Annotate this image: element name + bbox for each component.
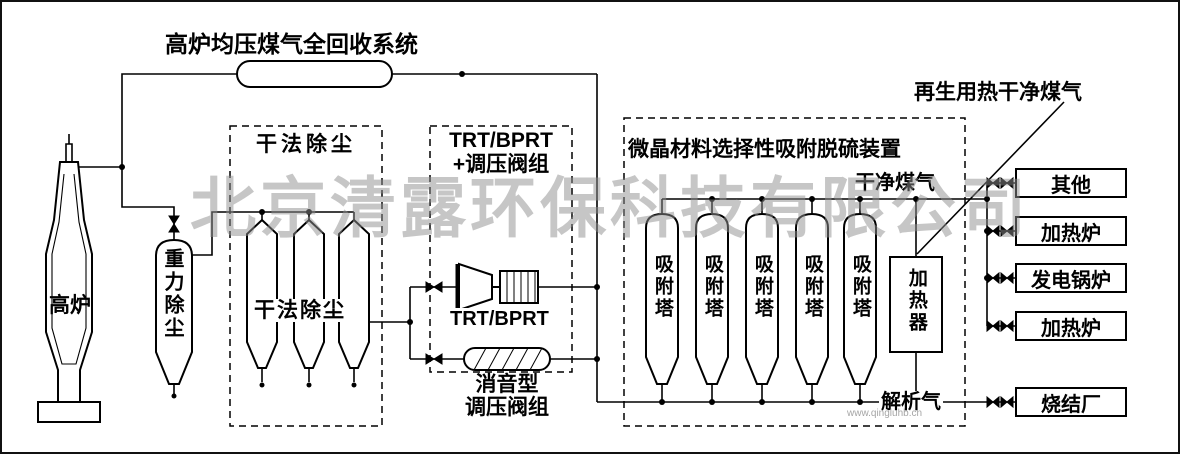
heater-label: 加热器	[905, 268, 927, 334]
desulfurization-box-label: 微晶材料选择性吸附脱硫装置	[628, 138, 901, 161]
adsorption-tower-5	[843, 212, 877, 385]
output-label-power-boiler: 发电锅炉	[1031, 269, 1111, 292]
blast-furnace-shape	[37, 161, 101, 423]
motor-shape	[499, 270, 539, 304]
valve-silencer-inlet	[425, 353, 443, 365]
dry-dedusting-box-label: 干法除尘	[256, 133, 356, 156]
valve-trt-inlet	[425, 281, 443, 293]
turbine-shape	[455, 262, 539, 312]
output-box-sintering-plant: 烧结厂	[1015, 387, 1127, 417]
clean-gas-label: 干净煤气	[853, 172, 937, 194]
trt-box-label-line1: TRT/BPRT	[449, 129, 553, 152]
output-box-heating-furnace-2: 加热炉	[1015, 311, 1127, 341]
adsorption-tower-label-4: 吸附塔	[801, 254, 823, 320]
blast-furnace-label: 高炉	[49, 294, 91, 317]
adsorption-tower-4	[795, 212, 829, 385]
gravity-collector-label: 重力除尘	[161, 248, 183, 340]
adsorption-tower-label-2: 吸附塔	[701, 254, 723, 320]
trt-dashed-box	[429, 125, 573, 373]
trt-box-label-line2: +调压阀组	[452, 153, 550, 176]
output-label-sintering-plant: 烧结厂	[1041, 393, 1101, 416]
page-title: 高炉均压煤气全回收系统	[165, 31, 418, 57]
bag-filter-2	[293, 218, 325, 369]
dry-dedusting-inner-label: 干法除尘	[252, 299, 348, 323]
desorption-gas-label: 解析气	[879, 391, 943, 413]
desulfurization-dashed-box	[623, 117, 966, 427]
website-watermark: www.qingluhb.cn	[847, 408, 923, 419]
regen-gas-label: 再生用热干净煤气	[914, 81, 1082, 104]
bag-filter-3	[338, 218, 370, 369]
silencer-shape	[463, 347, 551, 371]
heater-shape	[889, 256, 943, 353]
output-label-heating-furnace-2: 加热炉	[1041, 317, 1101, 340]
valve-symbols	[168, 176, 1014, 409]
adsorption-towers	[645, 212, 877, 385]
gravity-collector-shape	[155, 238, 193, 385]
dashed-boxes	[229, 117, 966, 427]
recovery-drum-shape	[236, 60, 393, 88]
adsorption-tower-label-5: 吸附塔	[849, 254, 871, 320]
output-box-power-boiler: 发电锅炉	[1015, 263, 1127, 293]
dry-dedusting-dashed-box	[229, 125, 383, 427]
output-label-other: 其他	[1051, 174, 1091, 197]
output-label-heating-furnace-1: 加热炉	[1041, 222, 1101, 245]
adsorption-tower-3	[745, 212, 779, 385]
trt-unit-label: TRT/BPRT	[448, 308, 551, 330]
silencer-label-line1: 消音型	[475, 373, 539, 396]
output-box-other: 其他	[1015, 168, 1127, 198]
adsorption-tower-1	[645, 212, 679, 385]
adsorption-tower-label-3: 吸附塔	[751, 254, 773, 320]
adsorption-tower-2	[695, 212, 729, 385]
bag-filter-1	[246, 218, 278, 369]
silencer-label-line2: 调压阀组	[465, 396, 549, 419]
valve-gravity-inlet	[168, 215, 180, 233]
junction-dots	[119, 71, 990, 405]
output-box-heating-furnace-1: 加热炉	[1015, 216, 1127, 246]
bag-filter-vessels	[246, 218, 370, 369]
adsorption-tower-label-1: 吸附塔	[651, 254, 673, 320]
